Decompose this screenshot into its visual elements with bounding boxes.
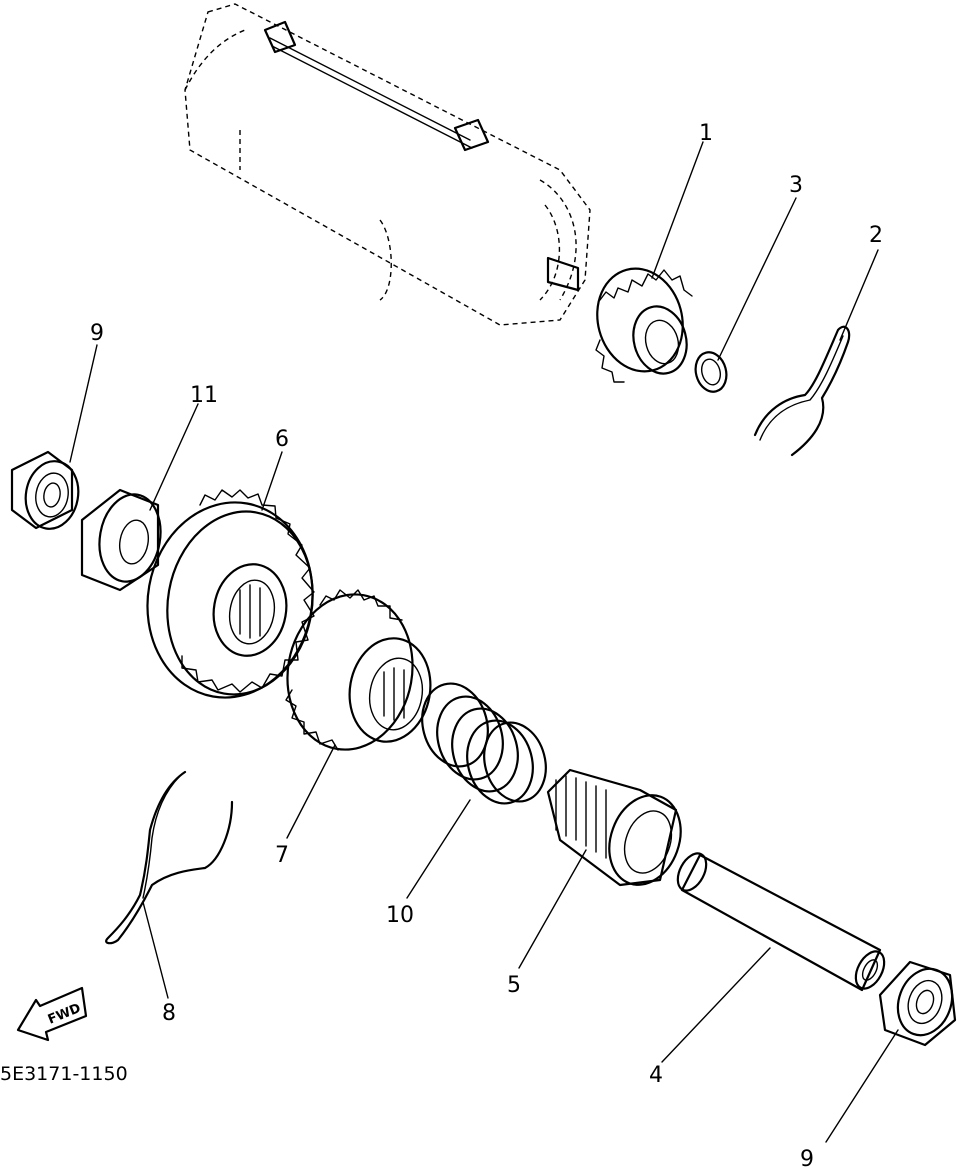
part-4-shaft [676,852,886,992]
part-9-bearing-lower [878,960,957,1047]
drawing-code: 5E3171-1150 [0,1063,128,1085]
callout-5: 5 [507,973,521,998]
part-1-pinion-gear [595,267,693,383]
callout-8: 8 [162,1001,176,1026]
callout-10: 10 [386,903,414,928]
part-6-idle-gear [146,489,315,699]
callout-11: 11 [190,383,218,408]
callout-6: 6 [275,427,289,452]
callout-7: 7 [275,843,289,868]
leader-lines [69,141,899,1143]
callout-4: 4 [649,1063,663,1088]
part-8-wire-clip [105,770,234,945]
callout-9-upper: 9 [90,321,104,346]
part-3-circlip [694,351,728,393]
callout-3: 3 [789,173,803,198]
callout-2: 2 [869,223,883,248]
part-5-clutch-hub [546,768,682,887]
part-9-bearing-upper [10,450,80,530]
part-10-spring [421,682,547,805]
callout-9-lower: 9 [800,1147,814,1168]
part-2-wire-clip [753,325,851,457]
part-11-collar [80,488,162,592]
part-7-clutch-gear [285,589,432,751]
callout-labels: 1 2 3 4 5 6 7 8 9 9 10 11 [90,121,883,1168]
fwd-arrow-icon: FWD [16,986,88,1042]
starter-motor [184,3,591,326]
callout-1: 1 [699,121,713,146]
